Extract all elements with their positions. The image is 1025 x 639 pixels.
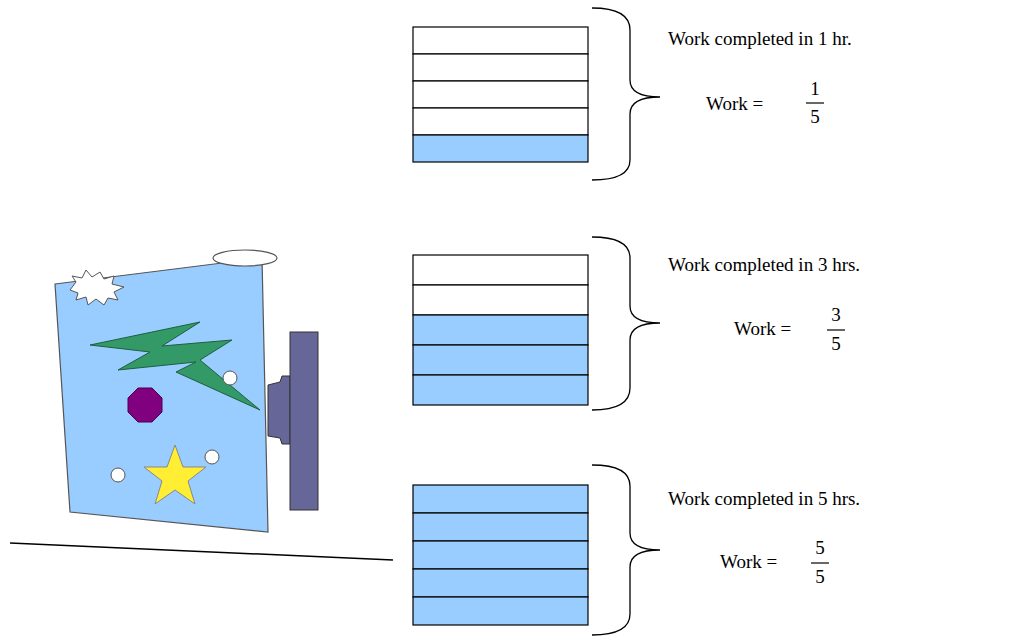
numerator: 1	[810, 78, 820, 101]
denominator: 5	[831, 333, 841, 356]
white-dot	[205, 450, 219, 464]
white-dot	[111, 468, 125, 482]
lightning-bolt	[90, 322, 260, 410]
white-ellipse	[213, 250, 277, 266]
work-bar	[413, 255, 588, 405]
denominator: 5	[810, 106, 820, 129]
brace	[592, 465, 660, 635]
paint-roller	[290, 332, 318, 510]
numerator: 5	[815, 537, 825, 560]
starburst	[70, 270, 124, 305]
caption-text: Work completed in 5 hrs.	[668, 488, 860, 511]
roller-handle	[268, 376, 290, 444]
fraction-bar	[811, 562, 829, 563]
white-dot	[223, 371, 237, 385]
equation-text: Work =	[706, 93, 763, 116]
caption-text: Work completed in 3 hrs.	[668, 254, 860, 277]
fraction-bar	[806, 102, 824, 103]
denominator: 5	[815, 566, 825, 589]
octagon	[128, 388, 162, 422]
work-bar	[413, 485, 588, 625]
ground-line	[10, 543, 393, 560]
equation-text: Work =	[720, 551, 777, 574]
painted-wall	[55, 258, 268, 532]
fraction-bar	[827, 329, 845, 330]
numerator: 3	[831, 304, 841, 327]
brace	[592, 237, 660, 410]
brace	[592, 8, 660, 180]
caption-text: Work completed in 1 hr.	[668, 28, 852, 51]
equation-text: Work =	[734, 318, 791, 341]
work-bar	[413, 27, 588, 162]
star	[144, 445, 206, 504]
